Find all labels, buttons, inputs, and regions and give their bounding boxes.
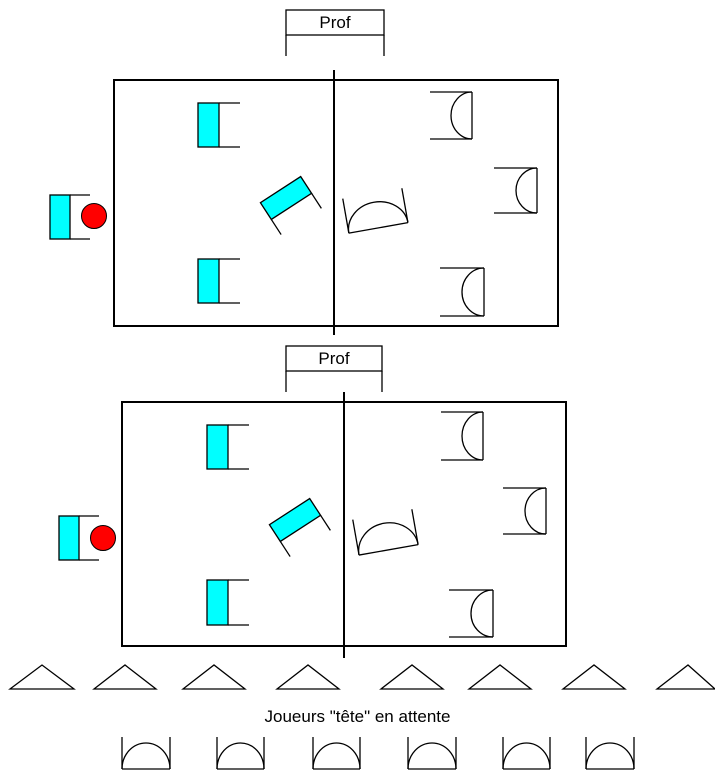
waiting-head-players xyxy=(121,737,635,770)
ball xyxy=(81,203,107,229)
teammate-player xyxy=(197,258,240,304)
opponent-player xyxy=(352,509,419,556)
teammate-player xyxy=(206,579,249,626)
triangle-marker xyxy=(92,664,158,690)
teammate-player xyxy=(268,497,331,557)
opponent-player xyxy=(441,411,484,461)
triangle-marker xyxy=(467,664,533,690)
triangle-marker xyxy=(275,664,341,690)
server-player xyxy=(58,515,116,561)
triangle-marker xyxy=(561,664,627,690)
opponent-player xyxy=(449,589,494,638)
court-top: Prof xyxy=(49,9,559,335)
triangle-marker xyxy=(655,664,715,690)
opponent-player xyxy=(440,267,485,317)
waiting-player xyxy=(502,737,551,770)
triangle-marker xyxy=(8,664,76,690)
court-boundary-top xyxy=(113,79,559,327)
teammate-player xyxy=(197,102,240,148)
prof-label-bottom: Prof xyxy=(318,349,349,368)
teammate-player xyxy=(206,424,249,470)
teammate-player xyxy=(259,175,322,235)
ball xyxy=(90,525,116,551)
waiting-player xyxy=(585,737,635,770)
waiting-players-caption: Joueurs "tête" en attente xyxy=(264,707,451,726)
triangle-marker xyxy=(181,664,247,690)
waiting-player xyxy=(407,737,457,770)
triangle-markers xyxy=(8,664,715,690)
waiting-player xyxy=(216,737,265,770)
opponent-player xyxy=(503,487,547,535)
prof-label-top: Prof xyxy=(319,13,350,32)
waiting-player xyxy=(312,737,361,770)
triangle-marker xyxy=(379,664,445,690)
waiting-player xyxy=(121,737,171,770)
prof-box-top: Prof xyxy=(285,9,385,56)
opponent-player xyxy=(430,91,473,140)
opponent-player xyxy=(342,188,409,234)
court-bottom: Prof xyxy=(58,345,567,658)
server-player xyxy=(49,194,107,240)
opponent-player xyxy=(494,167,538,214)
prof-box-bottom: Prof xyxy=(285,345,383,392)
